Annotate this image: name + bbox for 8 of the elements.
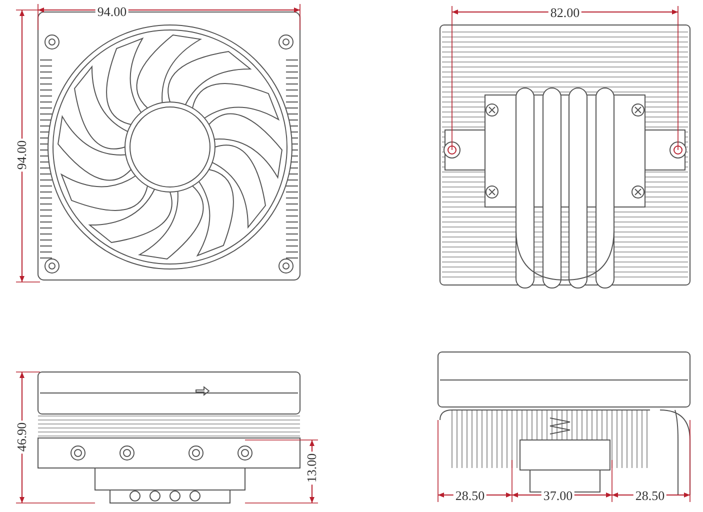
dimension-label: 82.00 <box>548 6 582 20</box>
dimension-label: 46.90 <box>15 420 29 454</box>
dimension-label: 37.00 <box>541 489 575 503</box>
dimension-label: 28.50 <box>633 489 667 503</box>
dimension-label: 94.00 <box>15 138 29 172</box>
dimension-label: 28.50 <box>453 489 487 503</box>
dimension-label: 13.00 <box>305 451 319 485</box>
dimension-label: 94.00 <box>95 5 129 19</box>
